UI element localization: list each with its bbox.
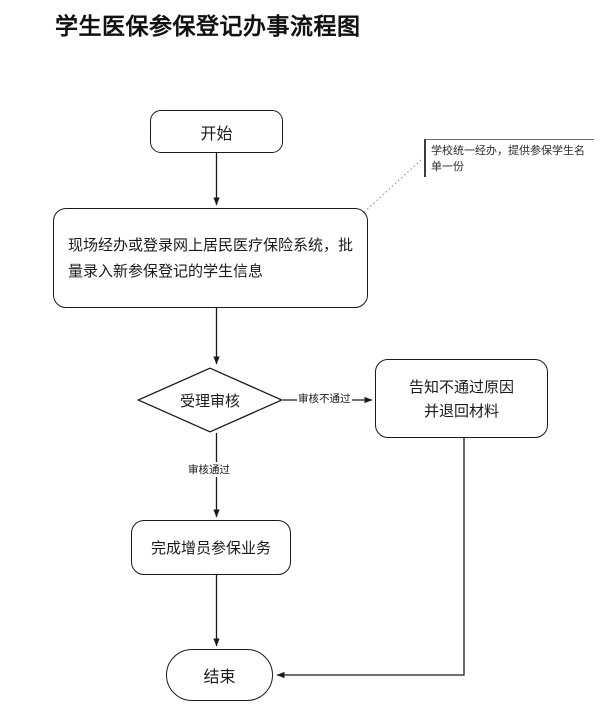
edge-reject-to-end <box>276 438 465 679</box>
flow-node-decision-label: 受理审核 <box>179 391 240 410</box>
flow-node-reject-label-line2: 并退回材料 <box>423 401 499 420</box>
flow-node-reject-label: 告知不通过原因 并退回材料 <box>409 375 514 423</box>
edge-label-approve-branch: 审核通过 <box>187 462 231 477</box>
flow-node-end[interactable]: 结束 <box>166 649 273 701</box>
page-title: 学生医保参保登记办事流程图 <box>55 13 361 40</box>
flow-node-process-entry-label: 现场经办或登录网上居民医疗保险系统，批量录入新参保登记的学生信息 <box>68 235 354 280</box>
flow-node-complete[interactable]: 完成增员参保业务 <box>131 520 291 575</box>
flow-node-start[interactable]: 开始 <box>150 110 283 153</box>
flow-node-start-label: 开始 <box>200 123 233 143</box>
flow-node-end-label: 结束 <box>203 667 236 686</box>
annotation-leader-line <box>362 159 422 214</box>
flow-node-complete-label: 完成增员参保业务 <box>150 539 271 557</box>
annotation-note: 学校统一经办，提供参保学生名单一份 <box>424 139 594 177</box>
flow-node-decision[interactable]: 受理审核 <box>137 367 283 433</box>
flow-node-reject[interactable]: 告知不通过原因 并退回材料 <box>375 359 548 438</box>
edge-label-reject-branch: 审核不通过 <box>297 391 352 406</box>
flow-node-process-entry[interactable]: 现场经办或登录网上居民医疗保险系统，批量录入新参保登记的学生信息 <box>53 208 368 308</box>
diamond-shape <box>137 367 283 433</box>
flow-node-reject-label-line1: 告知不通过原因 <box>408 377 514 396</box>
